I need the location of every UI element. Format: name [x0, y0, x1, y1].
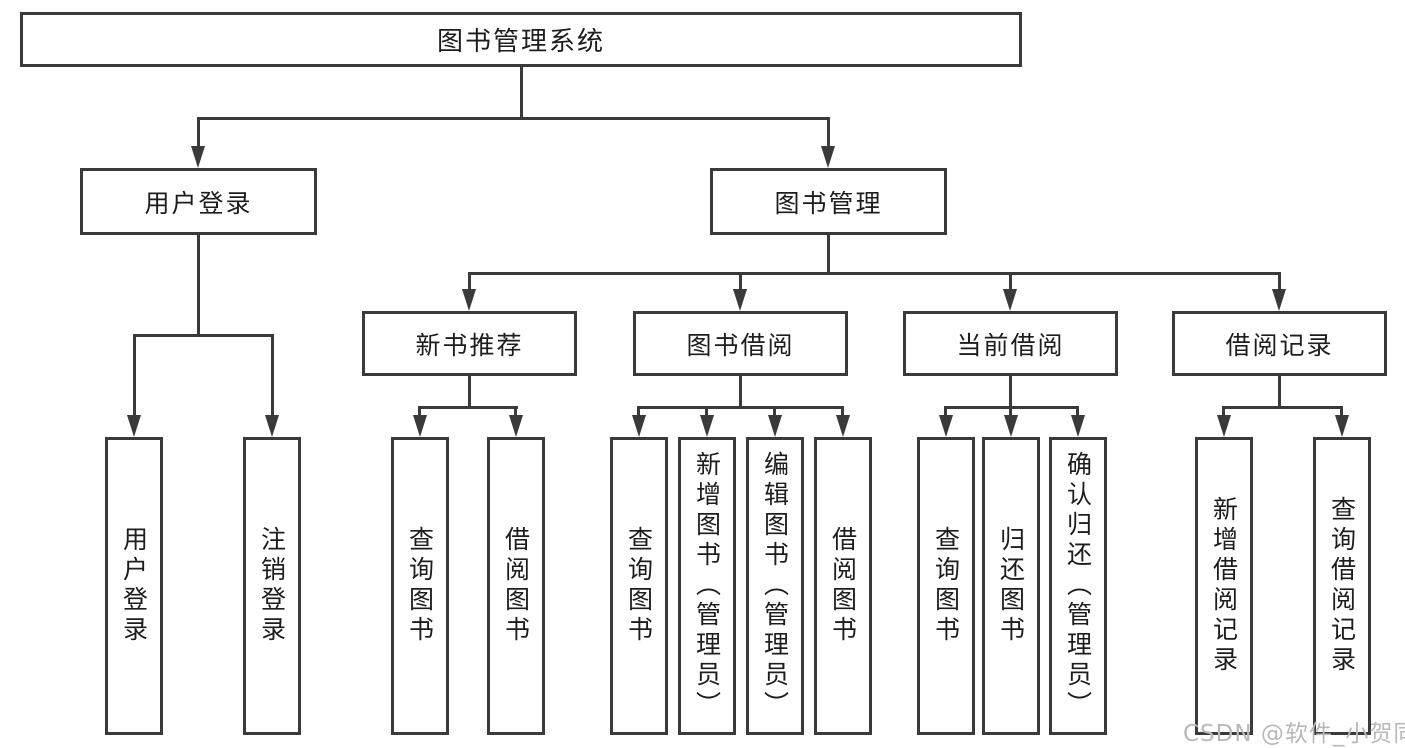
- node-query-books-1: 查询图书: [391, 437, 449, 735]
- node-label: 新书推荐: [415, 330, 524, 360]
- connector-line: [1009, 406, 1012, 418]
- connector-arrowhead: [939, 415, 953, 437]
- csdn-watermark: CSDN @软件_小贺同学: [1183, 721, 1405, 747]
- node-label: 归还图书: [996, 526, 1026, 646]
- connector-arrowhead: [1272, 289, 1286, 311]
- connector-line: [638, 406, 844, 409]
- connector-line: [1223, 406, 1343, 409]
- node-label: 借阅图书: [501, 526, 531, 646]
- connector-line: [1076, 406, 1079, 418]
- connector-line: [827, 117, 830, 149]
- connector-arrowhead: [700, 415, 714, 437]
- connector-line: [468, 376, 471, 408]
- node-add-borrow-record: 新增借阅记录: [1195, 437, 1253, 735]
- node-user-login: 用户登录: [80, 168, 317, 235]
- connector-line: [1009, 376, 1012, 408]
- node-label: 查询图书: [405, 526, 435, 646]
- node-label: 编辑图书（管理员）: [760, 451, 790, 721]
- node-add-books-admin: 新增图书（管理员）: [678, 437, 736, 735]
- connector-line: [705, 406, 708, 418]
- connector-line: [1222, 406, 1225, 418]
- connector-line: [468, 272, 1281, 275]
- connector-line: [1009, 272, 1012, 292]
- node-borrowing-records: 借阅记录: [1172, 311, 1387, 376]
- connector-arrowhead: [462, 289, 476, 311]
- node-label: 用户登录: [119, 526, 149, 646]
- connector-arrowhead: [1071, 415, 1085, 437]
- connector-line: [197, 117, 830, 120]
- connector-line: [418, 406, 421, 418]
- node-borrow-books-2: 借阅图书: [814, 437, 872, 735]
- node-label: 图书管理系统: [436, 27, 605, 57]
- connector-arrowhead: [768, 415, 782, 437]
- connector-line: [944, 406, 947, 418]
- connector-arrowhead: [1335, 415, 1349, 437]
- connector-line: [1278, 272, 1281, 292]
- connector-line: [271, 334, 274, 418]
- node-label: 用户登录: [144, 188, 253, 218]
- node-logout-leaf: 注销登录: [243, 437, 301, 735]
- node-book-borrowing: 图书借阅: [633, 311, 848, 376]
- connector-arrowhead: [733, 289, 747, 311]
- node-label: 新增借阅记录: [1209, 496, 1239, 676]
- connector-arrowhead: [1217, 415, 1231, 437]
- connector-arrowhead: [1004, 415, 1018, 437]
- connector-line: [468, 272, 471, 292]
- node-new-book-recommend: 新书推荐: [362, 311, 577, 376]
- node-label: 查询图书: [931, 526, 961, 646]
- node-user-login-leaf: 用户登录: [105, 437, 163, 735]
- connector-line: [520, 67, 523, 120]
- connector-arrowhead: [836, 415, 850, 437]
- connector-line: [1340, 406, 1343, 418]
- connector-arrowhead: [1003, 289, 1017, 311]
- connector-line: [827, 235, 830, 275]
- node-label: 图书借阅: [686, 330, 795, 360]
- connector-line: [945, 406, 1079, 409]
- node-return-books: 归还图书: [982, 437, 1040, 735]
- connector-line: [133, 334, 274, 337]
- connector-arrowhead: [191, 146, 205, 168]
- connector-line: [841, 406, 844, 418]
- node-label: 图书管理: [774, 188, 883, 218]
- node-query-borrow-record: 查询借阅记录: [1313, 437, 1371, 735]
- node-edit-books-admin: 编辑图书（管理员）: [746, 437, 804, 735]
- node-book-management: 图书管理: [710, 168, 947, 235]
- node-query-books-2: 查询图书: [610, 437, 668, 735]
- connector-arrowhead: [413, 415, 427, 437]
- node-label: 当前借阅: [956, 330, 1065, 360]
- connector-arrowhead: [509, 415, 523, 437]
- connector-line: [133, 334, 136, 418]
- node-confirm-return-admin: 确认归还（管理员）: [1049, 437, 1107, 735]
- node-label: 注销登录: [257, 526, 287, 646]
- connector-arrowhead: [265, 415, 279, 437]
- connector-line: [419, 406, 518, 409]
- connector-line: [197, 117, 200, 149]
- node-label: 借阅记录: [1225, 330, 1334, 360]
- connector-line: [1278, 376, 1281, 408]
- node-borrow-books-1: 借阅图书: [487, 437, 545, 735]
- node-label: 查询借阅记录: [1327, 496, 1357, 676]
- node-label: 借阅图书: [828, 526, 858, 646]
- connector-line: [197, 235, 200, 337]
- node-label: 新增图书（管理员）: [692, 451, 722, 721]
- connector-arrowhead: [821, 146, 835, 168]
- node-library-management-system: 图书管理系统: [20, 12, 1022, 67]
- node-label: 查询图书: [624, 526, 654, 646]
- node-label: 确认归还（管理员）: [1063, 451, 1093, 721]
- connector-line: [773, 406, 776, 418]
- connector-line: [739, 272, 742, 292]
- connector-line: [514, 406, 517, 418]
- connector-arrowhead: [127, 415, 141, 437]
- connector-arrowhead: [632, 415, 646, 437]
- connector-line: [739, 376, 742, 408]
- node-current-borrowing: 当前借阅: [903, 311, 1118, 376]
- connector-line: [637, 406, 640, 418]
- node-query-books-3: 查询图书: [917, 437, 975, 735]
